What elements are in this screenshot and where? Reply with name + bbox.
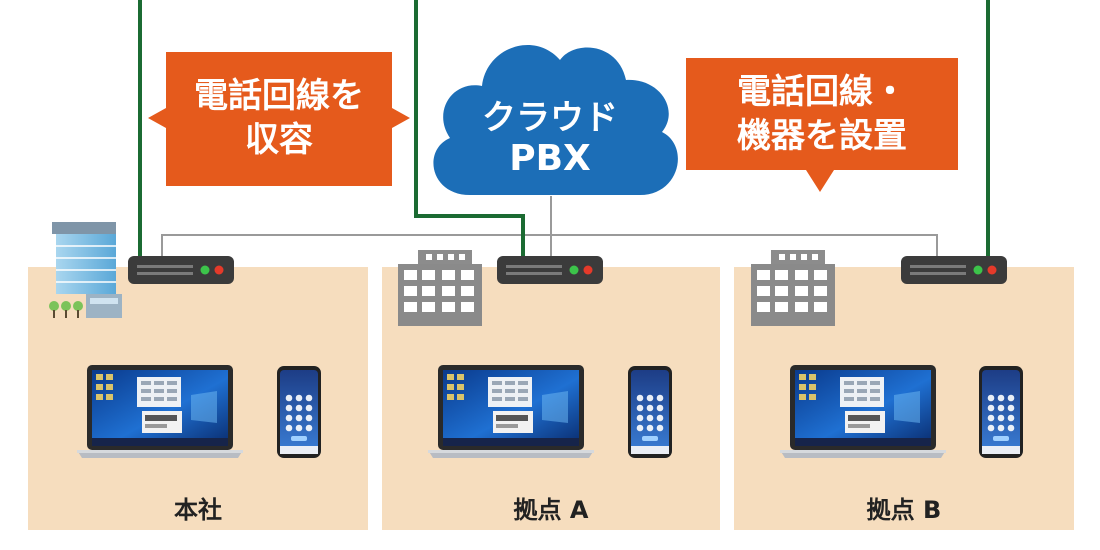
laptop-icon [77,365,243,458]
cloud-label-line1: クラウド [482,98,618,138]
smartphone-icon [628,366,672,458]
site-label-a: 拠点 A [513,496,589,524]
phone-lines [138,0,990,256]
smartphone-icon [277,366,321,458]
router-icon [128,256,234,284]
site-label-honsha: 本社 [174,496,222,524]
callout-left-line1: 電話回線を [194,76,364,116]
callout-right-text: 電話回線・ 機器を設置 [686,70,958,158]
smartphone-icon [979,366,1023,458]
callout-left-line2: 収容 [245,120,313,160]
laptop-icon [428,365,594,458]
callout-left-text: 電話回線を 収容 [166,74,392,162]
office-building-icon [751,250,835,326]
callout-left-shape [148,52,410,186]
callout-right-line1: 電話回線・ [737,72,907,112]
cloud-label-line2: PBX [509,138,591,179]
lan-lines [161,196,938,256]
callout-right-shape [686,58,958,192]
site-label-b: 拠点 B [866,496,942,524]
headquarters-building-icon [49,222,122,318]
cloud-label: クラウド PBX [460,98,640,180]
callout-right-line2: 機器を設置 [737,116,907,156]
laptop-icon [780,365,946,458]
cloud-icon [433,44,678,195]
router-icon [497,256,603,284]
office-building-icon [398,250,482,326]
router-icon [901,256,1007,284]
